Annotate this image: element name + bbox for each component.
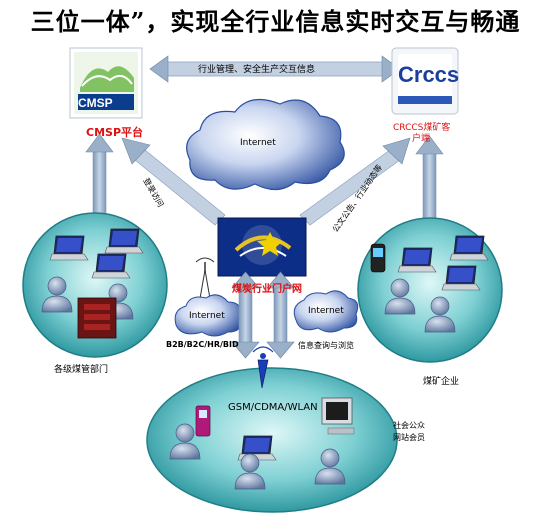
right-cloud-label: Internet [308,306,344,316]
left-group-circle [22,212,168,358]
portal-box [217,217,307,277]
bottom-group-circle [146,346,398,513]
right-group-label: 煤矿企业 [423,377,460,387]
b2b-label: B2B/B2C/HR/BID [166,340,239,349]
desktop-computer-icon [321,397,355,435]
bottom-group-label-line1: 社会公众 [393,421,425,430]
server-rack [77,297,117,339]
right-diagonal-arrow [299,137,411,226]
right-internet-cloud [293,290,359,333]
center-internet-cloud [186,98,345,191]
cell-tower-icon [252,346,274,389]
bottom-group-label-line2: 网站会员 [393,433,425,442]
cmsp-logo [69,47,143,119]
crccs-logo [391,47,459,115]
cmsp-caption: CMSP平台 [86,126,144,139]
mobile-phone-icon [195,405,211,437]
portal-down-arrow-left [231,271,260,359]
center-cloud-label: Internet [240,138,276,148]
phone-icon [370,243,386,273]
left-group-label: 各级煤管部门 [54,365,109,375]
portal-down-arrow-right [266,271,295,359]
crccs-caption-line1: CRCCS煤矿客 [393,123,451,133]
portal-caption: 煤炭行业门户网 [232,284,302,295]
top-double-arrow [149,55,401,83]
tower-network-label: GSM/CDMA/WLAN [228,402,318,413]
left-vertical-arrow [85,133,114,219]
info-query-label: 信息查询与浏览 [298,341,354,350]
left-diagonal-arrow [121,137,226,226]
crccs-logo-text: Crccs [398,62,460,87]
left-cloud-label: Internet [189,311,225,321]
top-link-label: 行业管理、安全生产交互信息 [198,65,316,75]
right-group-circle [357,217,503,363]
crccs-caption-line2: 户端 [412,134,431,144]
cmsp-logo-text: CMSP [78,96,113,110]
right-vertical-arrow [415,135,444,219]
diagram-title: 三位一体”，实现全行业信息实时交互与畅通 [30,7,521,36]
